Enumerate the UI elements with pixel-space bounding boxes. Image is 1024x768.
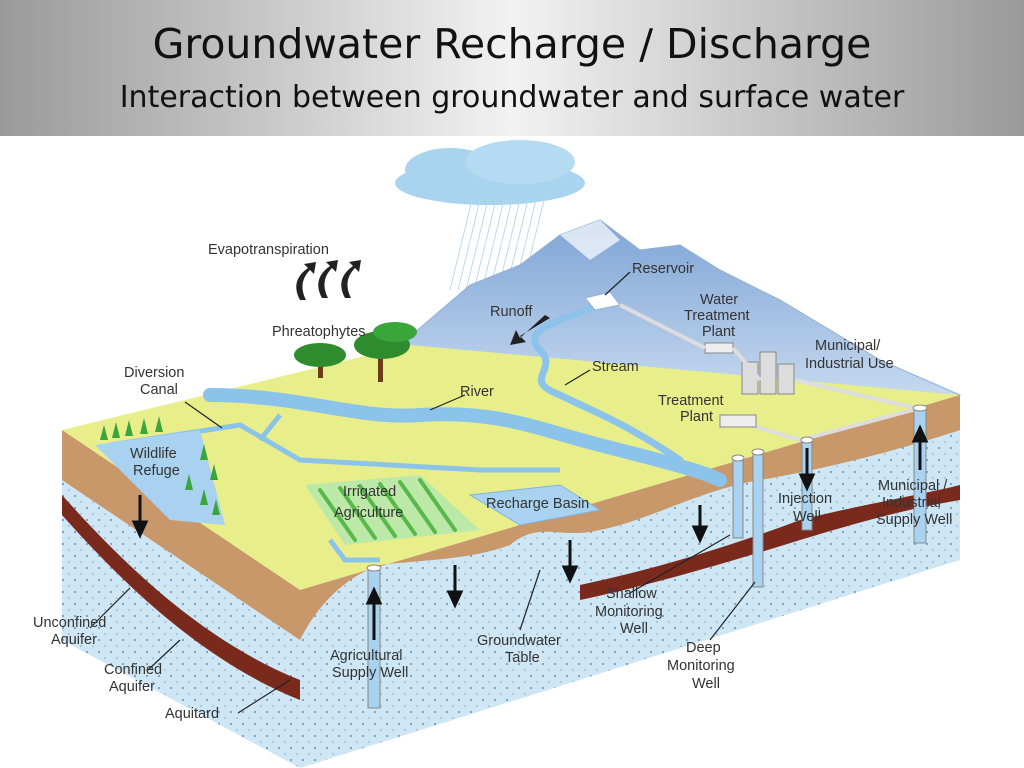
label-irrigated-agriculture-1: Irrigated bbox=[343, 484, 396, 500]
slide-title: Groundwater Recharge / Discharge bbox=[152, 20, 872, 68]
leader-lines bbox=[89, 271, 756, 714]
label-water-treatment-2: Treatment bbox=[684, 308, 750, 324]
label-water-treatment-3: Plant bbox=[702, 324, 735, 340]
slide-header: Groundwater Recharge / Discharge Interac… bbox=[0, 0, 1024, 136]
label-wildlife-refuge-2: Refuge bbox=[133, 463, 180, 479]
label-river: River bbox=[460, 384, 494, 400]
label-shallow-monitoring-3: Well bbox=[620, 621, 648, 637]
label-phreatophytes: Phreatophytes bbox=[272, 324, 366, 340]
label-supply-well-1: Municipal / bbox=[878, 478, 948, 494]
label-unconfined-aquifer-2: Aquifer bbox=[51, 632, 97, 648]
flow-arrows bbox=[131, 424, 929, 640]
river bbox=[203, 388, 727, 487]
label-confined-aquifer-1: Confined bbox=[104, 662, 162, 678]
label-confined-aquifer-2: Aquifer bbox=[109, 679, 155, 695]
groundwater-diagram: Evapotranspiration Phreatophytes Runoff … bbox=[33, 140, 962, 768]
label-deep-monitoring-3: Well bbox=[692, 676, 720, 692]
soil-layer-right bbox=[300, 395, 960, 640]
label-diversion-canal-1: Diversion bbox=[124, 365, 184, 381]
label-water-treatment-1: Water bbox=[700, 292, 738, 308]
evapotranspiration-arrows bbox=[296, 260, 361, 300]
label-stream: Stream bbox=[592, 359, 639, 375]
wildlife-refuge bbox=[95, 430, 225, 525]
crop-rows bbox=[318, 478, 457, 542]
label-municipal-use-2: Industrial Use bbox=[805, 356, 894, 372]
pipeline bbox=[619, 303, 921, 443]
slide-subtitle: Interaction between groundwater and surf… bbox=[119, 80, 905, 115]
label-agricultural-well-1: Agricultural bbox=[330, 648, 403, 664]
label-deep-monitoring-2: Monitoring bbox=[667, 658, 735, 674]
label-supply-well-2: Industrial bbox=[882, 495, 941, 511]
label-shallow-monitoring-1: Shallow bbox=[606, 586, 657, 602]
tree-icon bbox=[294, 322, 417, 382]
label-shallow-monitoring-2: Monitoring bbox=[595, 604, 663, 620]
label-deep-monitoring-1: Deep bbox=[686, 640, 721, 656]
water-treatment-building bbox=[704, 342, 734, 354]
aquitard-layer-right bbox=[580, 485, 960, 600]
label-treatment-plant-1: Treatment bbox=[658, 393, 724, 409]
label-diversion-canal-2: Canal bbox=[140, 382, 178, 398]
label-unconfined-aquifer-1: Unconfined bbox=[33, 615, 106, 631]
label-aquitard: Aquitard bbox=[165, 706, 219, 722]
refuge-plants bbox=[100, 416, 220, 515]
label-evapotranspiration: Evapotranspiration bbox=[208, 242, 329, 258]
label-groundwater-table-1: Groundwater bbox=[477, 633, 561, 649]
label-municipal-use-1: Municipal/ bbox=[815, 338, 881, 354]
aquitard-layer-left bbox=[62, 495, 300, 700]
cloud-icon bbox=[395, 140, 585, 205]
label-agricultural-well-2: Supply Well bbox=[332, 665, 408, 681]
label-supply-well-3: Supply Well bbox=[876, 512, 952, 528]
soil-layer-left bbox=[62, 430, 300, 640]
deep-monitoring-well bbox=[751, 448, 765, 588]
irrigated-field bbox=[305, 475, 480, 545]
treatment-plant-building bbox=[719, 414, 757, 428]
label-groundwater-table-2: Table bbox=[505, 650, 540, 666]
shallow-monitoring-well bbox=[731, 454, 745, 539]
label-recharge-basin: Recharge Basin bbox=[486, 496, 589, 512]
label-injection-well-1: Injection bbox=[778, 491, 832, 507]
recharge-basin bbox=[468, 484, 602, 526]
canal-branch bbox=[258, 413, 380, 563]
label-injection-well-2: Well bbox=[793, 509, 821, 525]
label-irrigated-agriculture-2: Agriculture bbox=[334, 505, 403, 521]
label-runoff: Runoff bbox=[490, 304, 533, 320]
label-reservoir: Reservoir bbox=[632, 261, 694, 277]
runoff-arrow bbox=[510, 315, 550, 345]
label-treatment-plant-2: Plant bbox=[680, 409, 713, 425]
municipal-buildings-icon bbox=[741, 351, 795, 395]
stream bbox=[531, 301, 684, 464]
label-wildlife-refuge-1: Wildlife bbox=[130, 446, 177, 462]
snow-cap bbox=[560, 220, 620, 260]
